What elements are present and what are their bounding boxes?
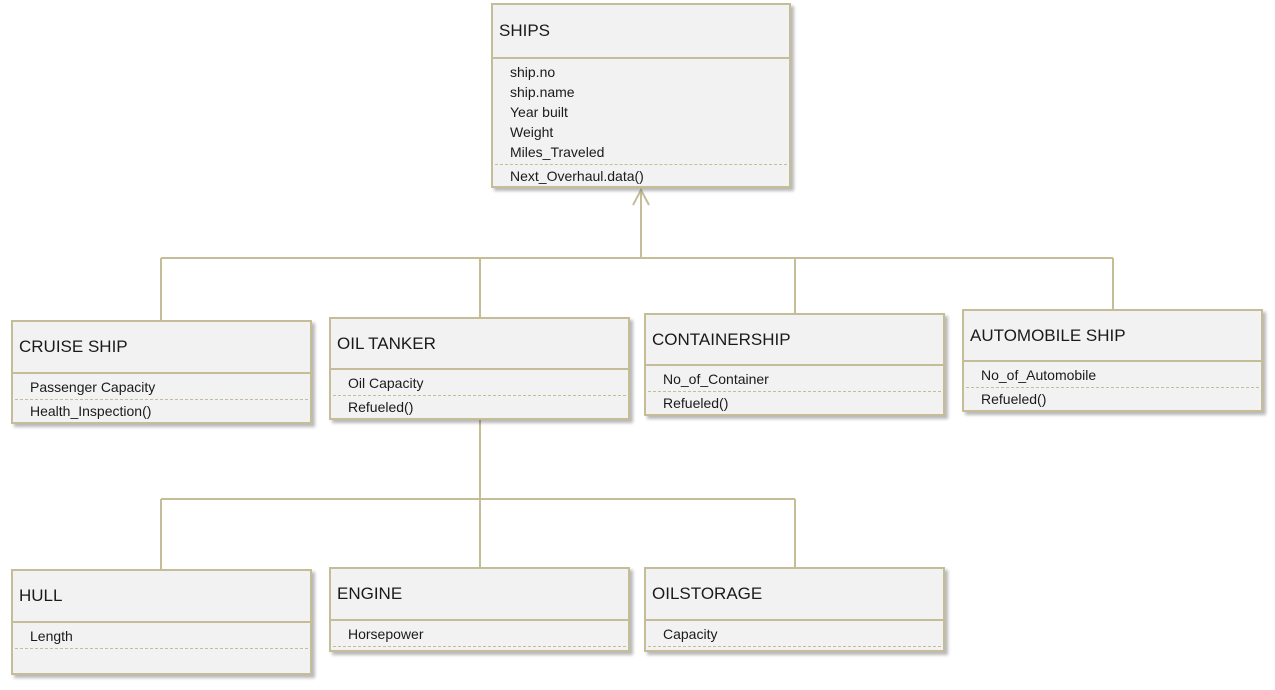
class-name: OIL TANKER xyxy=(331,319,628,370)
attribute: Passenger Capacity xyxy=(30,379,156,395)
class-name: HULL xyxy=(13,571,310,623)
attribute: Horsepower xyxy=(348,626,424,642)
class-name: ENGINE xyxy=(331,569,628,621)
attribute: Oil Capacity xyxy=(348,375,424,391)
class-engine[interactable]: ENGINE Horsepower xyxy=(329,567,630,652)
attribute: Miles_Traveled xyxy=(510,144,605,160)
attribute: ship.name xyxy=(510,84,575,100)
class-cruise-ship[interactable]: CRUISE SHIP Passenger Capacity Health_In… xyxy=(11,320,312,424)
class-name: SHIPS xyxy=(493,5,789,59)
section-divider xyxy=(966,387,1259,388)
class-hull[interactable]: HULL Length xyxy=(11,569,312,675)
section-divider xyxy=(495,164,787,165)
section-divider xyxy=(648,646,941,647)
attributes-section: Capacity xyxy=(646,621,943,644)
method: Health_Inspection() xyxy=(30,403,152,419)
section-divider xyxy=(15,399,308,400)
attributes-section: No_of_Automobile xyxy=(964,362,1261,385)
attribute: No_of_Container xyxy=(663,371,769,387)
methods-section: Refueled() xyxy=(646,392,943,413)
attribute: Year built xyxy=(510,104,568,120)
section-divider xyxy=(15,648,308,649)
section-divider xyxy=(648,391,941,392)
attribute: Capacity xyxy=(663,626,718,642)
method: Next_Overhaul.data() xyxy=(510,168,644,184)
class-oil-tanker[interactable]: OIL TANKER Oil Capacity Refueled() xyxy=(329,317,630,420)
class-automobile-ship[interactable]: AUTOMOBILE SHIP No_of_Automobile Refuele… xyxy=(962,309,1263,412)
class-name: CRUISE SHIP xyxy=(13,322,310,374)
attribute: Weight xyxy=(510,124,554,140)
inheritance-arrowhead xyxy=(632,187,650,206)
methods-section: Next_Overhaul.data() xyxy=(493,165,789,186)
attribute: ship.no xyxy=(510,64,556,80)
attributes-section: Length xyxy=(13,623,310,646)
attribute: No_of_Automobile xyxy=(981,367,1097,383)
attribute: Length xyxy=(30,628,73,644)
class-ships[interactable]: SHIPS ship.no ship.name Year built Weigh… xyxy=(491,3,791,188)
methods-section: Refueled() xyxy=(331,396,628,417)
method: Refueled() xyxy=(663,395,729,411)
class-name: OILSTORAGE xyxy=(646,569,943,621)
attributes-section: Oil Capacity xyxy=(331,370,628,393)
section-divider xyxy=(333,646,626,647)
methods-section: Health_Inspection() xyxy=(13,400,310,421)
attributes-section: Passenger Capacity xyxy=(13,374,310,397)
section-divider xyxy=(333,395,626,396)
attributes-section: Horsepower xyxy=(331,621,628,644)
class-name: CONTAINERSHIP xyxy=(646,315,943,366)
attributes-section: ship.no ship.name Year built Weight Mile… xyxy=(493,59,789,162)
class-oilstorage[interactable]: OILSTORAGE Capacity xyxy=(644,567,945,652)
class-containership[interactable]: CONTAINERSHIP No_of_Container Refueled() xyxy=(644,313,945,416)
class-name: AUTOMOBILE SHIP xyxy=(964,311,1261,362)
method: Refueled() xyxy=(981,391,1047,407)
methods-section: Refueled() xyxy=(964,388,1261,409)
method: Refueled() xyxy=(348,399,414,415)
attributes-section: No_of_Container xyxy=(646,366,943,389)
